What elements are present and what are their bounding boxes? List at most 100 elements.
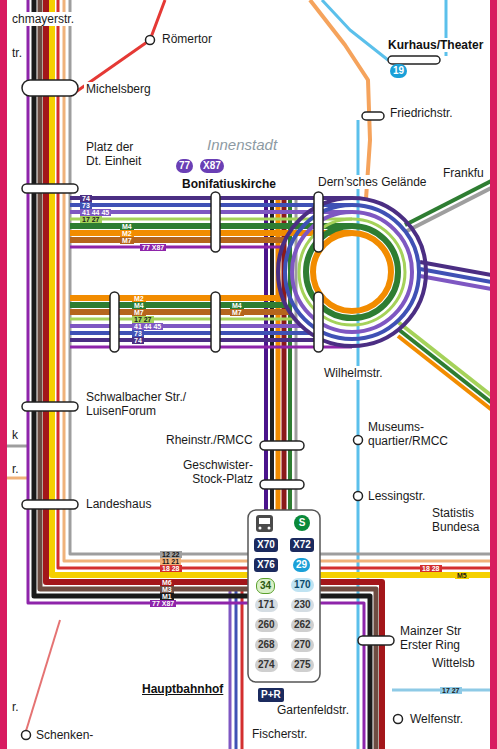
route-number: 74: [80, 195, 92, 202]
station-name: Rheinstr./RMCC: [164, 433, 255, 447]
rail-badge: S: [294, 515, 310, 531]
route-badge: 77: [176, 159, 193, 173]
bus-route-line: [405, 185, 497, 232]
station-marker: [260, 480, 304, 489]
station-marker: [22, 500, 78, 509]
badge-text: 170: [294, 579, 311, 591]
station-name: Römertor: [160, 32, 214, 46]
station-name: Wilhelmstr.: [322, 366, 385, 380]
bus-route-line: [70, 338, 323, 342]
station-marker: [22, 184, 78, 193]
bus-route-line: [70, 246, 282, 249]
route-number: 11 21: [160, 558, 181, 565]
station-name: Museums- quartier/RMCC: [366, 420, 460, 448]
station-name: Bonifatiuskirche: [180, 177, 278, 191]
badge-text: 171: [258, 599, 275, 611]
bus-route-line: [229, 590, 232, 749]
route-number: M1: [160, 593, 174, 600]
route-number: 41 44 45: [132, 323, 163, 330]
station-dot: [354, 436, 363, 445]
district-name: Innenstadt: [205, 136, 279, 154]
badge-text: 29: [296, 559, 307, 571]
train-light: [268, 527, 271, 530]
station-name: Gartenfeldstr.: [275, 703, 351, 717]
train-light: [259, 527, 262, 530]
ring-route-line: [278, 198, 426, 346]
bus-route-line: [58, 0, 497, 568]
bus-route-line: [7, 445, 28, 448]
route-number: M2: [132, 295, 146, 302]
badge-text: 19: [393, 65, 404, 77]
badge-text: P+R: [261, 689, 281, 701]
route-badge: 34: [256, 578, 275, 594]
station-marker: [110, 292, 119, 352]
bus-route-line: [310, 0, 370, 199]
bus-route-line: [26, 620, 60, 731]
bus-route-line: [235, 590, 238, 749]
station-name: Michelsberg: [84, 82, 153, 96]
route-badge: 19: [390, 64, 407, 78]
station-name: Wittelsb: [430, 656, 477, 670]
route-number: 18 28: [420, 565, 442, 572]
station-name: Mainzer Str Erster Ring: [398, 624, 478, 652]
station-name: Welfenstr.: [408, 712, 465, 726]
bus-route-line: [70, 318, 295, 321]
bus-route-line: [241, 590, 244, 749]
ring-route-line: [285, 205, 419, 339]
route-badge: 270: [291, 638, 314, 652]
bus-route-line: [398, 336, 497, 414]
route-group: [7, 0, 497, 749]
route-number: 12 22: [160, 551, 182, 558]
bus-route-line: [70, 295, 283, 301]
bus-route-line: [70, 0, 497, 554]
route-number: M4: [132, 302, 146, 309]
page-frame: [0, 0, 7, 749]
hub-box: [248, 510, 320, 682]
bus-route-line: [70, 0, 165, 96]
station-name: k: [10, 428, 20, 442]
route-badge: X72: [290, 538, 314, 552]
bus-route-line: [70, 331, 310, 335]
badge-text: 268: [258, 639, 275, 651]
route-number: 73: [132, 330, 144, 337]
route-badge: 268: [255, 638, 278, 652]
station-name: chmayerstr.: [10, 12, 76, 26]
badge-text: 260: [258, 619, 275, 631]
station-marker: [314, 292, 323, 352]
route-number: 18 28: [160, 565, 182, 572]
route-number: M5: [455, 572, 469, 579]
route-number: M7: [230, 309, 244, 316]
station-name: Dern’sches Gelände: [316, 175, 429, 189]
train-window: [259, 518, 270, 524]
badge-text: 274: [258, 659, 275, 671]
route-badge: 260: [255, 618, 278, 632]
badge-text: X72: [293, 539, 311, 551]
route-badge: 29: [293, 558, 310, 572]
station-name: Lessingstr.: [366, 489, 427, 503]
bus-route-line: [420, 262, 497, 276]
station-marker: [314, 192, 323, 252]
route-number: M3: [160, 586, 174, 593]
station-name: Geschwister- Stock-Platz: [171, 458, 255, 486]
train-body: [256, 515, 273, 532]
station-name: r.: [10, 462, 21, 476]
route-number: M6: [160, 579, 174, 586]
station-marker: [260, 441, 304, 450]
bus-route-line: [70, 309, 290, 315]
route-badge: 230: [291, 598, 314, 612]
badge-text: 34: [260, 580, 271, 592]
station-dot: [146, 36, 155, 45]
station-name: Kurhaus/Theater: [386, 38, 485, 52]
route-number: 77 X87: [140, 244, 166, 251]
bus-route-line: [398, 329, 497, 407]
badge-text: S: [294, 515, 310, 531]
route-number: 77 X87: [150, 600, 176, 607]
page-frame: [490, 0, 497, 749]
badge-text: 275: [294, 659, 311, 671]
station-marker: [362, 112, 384, 120]
route-badge: X70: [254, 538, 278, 552]
route-number: 73: [80, 202, 92, 209]
route-number: 17 27: [132, 316, 154, 323]
badge-text: 270: [294, 639, 311, 651]
